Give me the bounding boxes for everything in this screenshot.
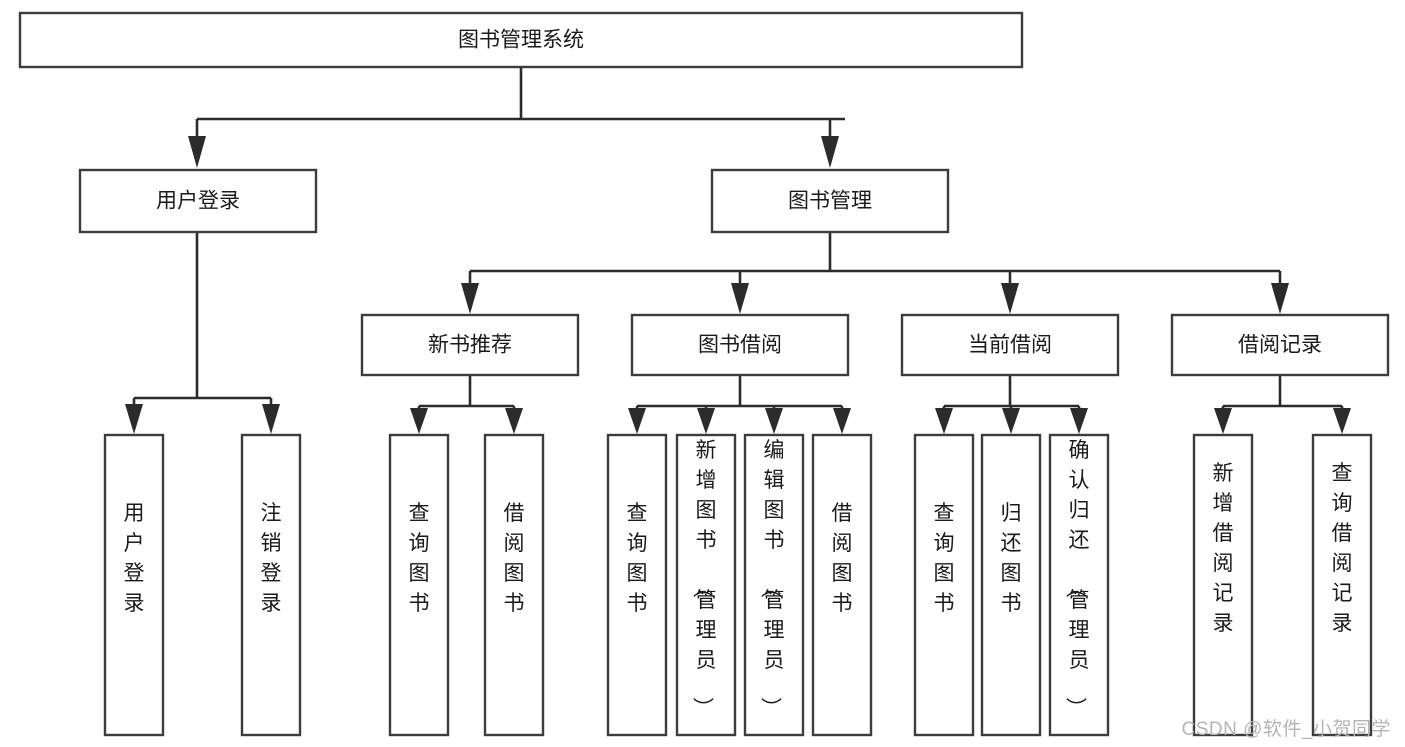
arrow-icon-leaf-query-book-1 xyxy=(410,408,428,434)
leaf-add-book[interactable]: 新增图书（管理员） xyxy=(675,433,737,737)
leaf-user-login-box[interactable] xyxy=(103,433,165,737)
arrow-icon-book-borrow xyxy=(731,283,749,314)
node-book-management[interactable]: 图书管理 xyxy=(710,168,950,234)
leaf-query-book-1-box[interactable] xyxy=(388,433,450,737)
csdn-watermark: CSDN @软件_小贺同学 xyxy=(1181,719,1391,740)
connector-layer xyxy=(125,67,1351,434)
leaf-add-record[interactable]: 新增借阅记录 xyxy=(1192,433,1254,737)
leaf-user-login[interactable]: 用户登录 xyxy=(103,433,165,737)
node-borrow-record-box[interactable] xyxy=(1170,313,1390,377)
arrow-icon-new-book-recommend xyxy=(461,283,479,314)
node-root-label: 图书管理系统 xyxy=(458,29,584,52)
leaf-query-book-2-label: 查询图书 xyxy=(627,502,648,615)
leaf-confirm-return-box[interactable] xyxy=(1048,433,1110,737)
leaf-query-book-3[interactable]: 查询图书 xyxy=(913,433,975,737)
arrow-icon-current-borrow xyxy=(1001,283,1019,314)
node-new-book-recommend-label: 新书推荐 xyxy=(428,334,512,357)
leaf-query-book-1-label: 查询图书 xyxy=(409,502,430,615)
leaf-query-record-label: 查询借阅记录 xyxy=(1332,462,1353,635)
arrow-icon-leaf-query-book-2 xyxy=(628,408,646,434)
leaf-query-record-box[interactable] xyxy=(1311,433,1373,737)
leaf-add-book-label: 新增图书（管理员） xyxy=(691,439,717,718)
leaf-borrow-book-1-box[interactable] xyxy=(483,433,545,737)
leaf-query-book-3-label: 查询图书 xyxy=(934,502,955,615)
leaf-logout-login[interactable]: 注销登录 xyxy=(240,433,302,737)
leaf-query-book-3-box[interactable] xyxy=(913,433,975,737)
leaf-logout-login-label: 注销登录 xyxy=(261,502,282,615)
node-current-borrow[interactable]: 当前借阅 xyxy=(900,313,1120,377)
node-root[interactable]: 图书管理系统 xyxy=(18,11,1024,69)
node-new-book-recommend[interactable]: 新书推荐 xyxy=(360,313,580,377)
leaf-edit-book-label: 编辑图书（管理员） xyxy=(759,439,785,718)
leaf-borrow-book-2-box[interactable] xyxy=(811,433,873,737)
leaf-borrow-book-2[interactable]: 借阅图书 xyxy=(811,433,873,737)
node-root-box[interactable] xyxy=(18,11,1024,69)
node-borrow-record-label: 借阅记录 xyxy=(1238,334,1322,357)
node-current-borrow-label: 当前借阅 xyxy=(968,334,1052,357)
leaf-edit-book-box[interactable] xyxy=(743,433,805,737)
leaf-confirm-return-label: 确认归还（管理员） xyxy=(1064,439,1090,718)
arrow-icon-leaf-borrow-book-1 xyxy=(505,408,523,434)
arrow-icon-leaf-add-book xyxy=(697,408,715,434)
node-current-borrow-box[interactable] xyxy=(900,313,1120,377)
arrow-icon-leaf-edit-book xyxy=(765,408,783,434)
node-book-borrow-label: 图书借阅 xyxy=(698,334,782,357)
leaf-borrow-book-1-label: 借阅图书 xyxy=(504,502,525,615)
leaf-add-record-box[interactable] xyxy=(1192,433,1254,737)
arrow-icon-leaf-return-book xyxy=(1002,408,1020,434)
node-book-management-box[interactable] xyxy=(710,168,950,234)
leaf-query-book-1[interactable]: 查询图书 xyxy=(388,433,450,737)
arrow-icon-leaf-add-record xyxy=(1214,408,1232,434)
leaf-edit-book[interactable]: 编辑图书（管理员） xyxy=(743,433,805,737)
node-book-borrow[interactable]: 图书借阅 xyxy=(630,313,850,377)
leaf-return-book-box[interactable] xyxy=(980,433,1042,737)
leaf-return-book-label: 归还图书 xyxy=(1001,502,1022,615)
leaf-return-book[interactable]: 归还图书 xyxy=(980,433,1042,737)
node-user-login-box[interactable] xyxy=(78,168,318,234)
node-book-borrow-box[interactable] xyxy=(630,313,850,377)
leaf-query-book-2-box[interactable] xyxy=(606,433,668,737)
leaf-borrow-book-2-label: 借阅图书 xyxy=(832,502,853,615)
arrow-icon-borrow-record xyxy=(1271,283,1289,314)
node-book-management-label: 图书管理 xyxy=(788,190,872,213)
node-user-login-label: 用户登录 xyxy=(156,190,240,213)
arrow-icon-leaf-query-record xyxy=(1333,408,1351,434)
arrow-icon-leaf-confirm-return xyxy=(1070,408,1088,434)
node-new-book-recommend-box[interactable] xyxy=(360,313,580,377)
leaf-user-login-label: 用户登录 xyxy=(124,502,145,615)
leaf-confirm-return[interactable]: 确认归还（管理员） xyxy=(1048,433,1110,737)
arrow-icon-leaf-query-book-3 xyxy=(935,408,953,434)
arrow-icon-leaf-logout-login xyxy=(262,404,280,434)
arrow-icon-user-login xyxy=(188,136,206,168)
node-user-login[interactable]: 用户登录 xyxy=(78,168,318,234)
leaf-add-book-box[interactable] xyxy=(675,433,737,737)
arrow-icon-leaf-user-login xyxy=(125,404,143,434)
arrow-icon-book-management xyxy=(821,136,839,168)
leaf-logout-login-box[interactable] xyxy=(240,433,302,737)
leaf-query-record[interactable]: 查询借阅记录 xyxy=(1311,433,1373,737)
leaf-borrow-book-1[interactable]: 借阅图书 xyxy=(483,433,545,737)
arrow-icon-leaf-borrow-book-2 xyxy=(833,408,851,434)
leaf-add-record-label: 新增借阅记录 xyxy=(1213,462,1234,635)
node-borrow-record[interactable]: 借阅记录 xyxy=(1170,313,1390,377)
leaf-query-book-2[interactable]: 查询图书 xyxy=(606,433,668,737)
